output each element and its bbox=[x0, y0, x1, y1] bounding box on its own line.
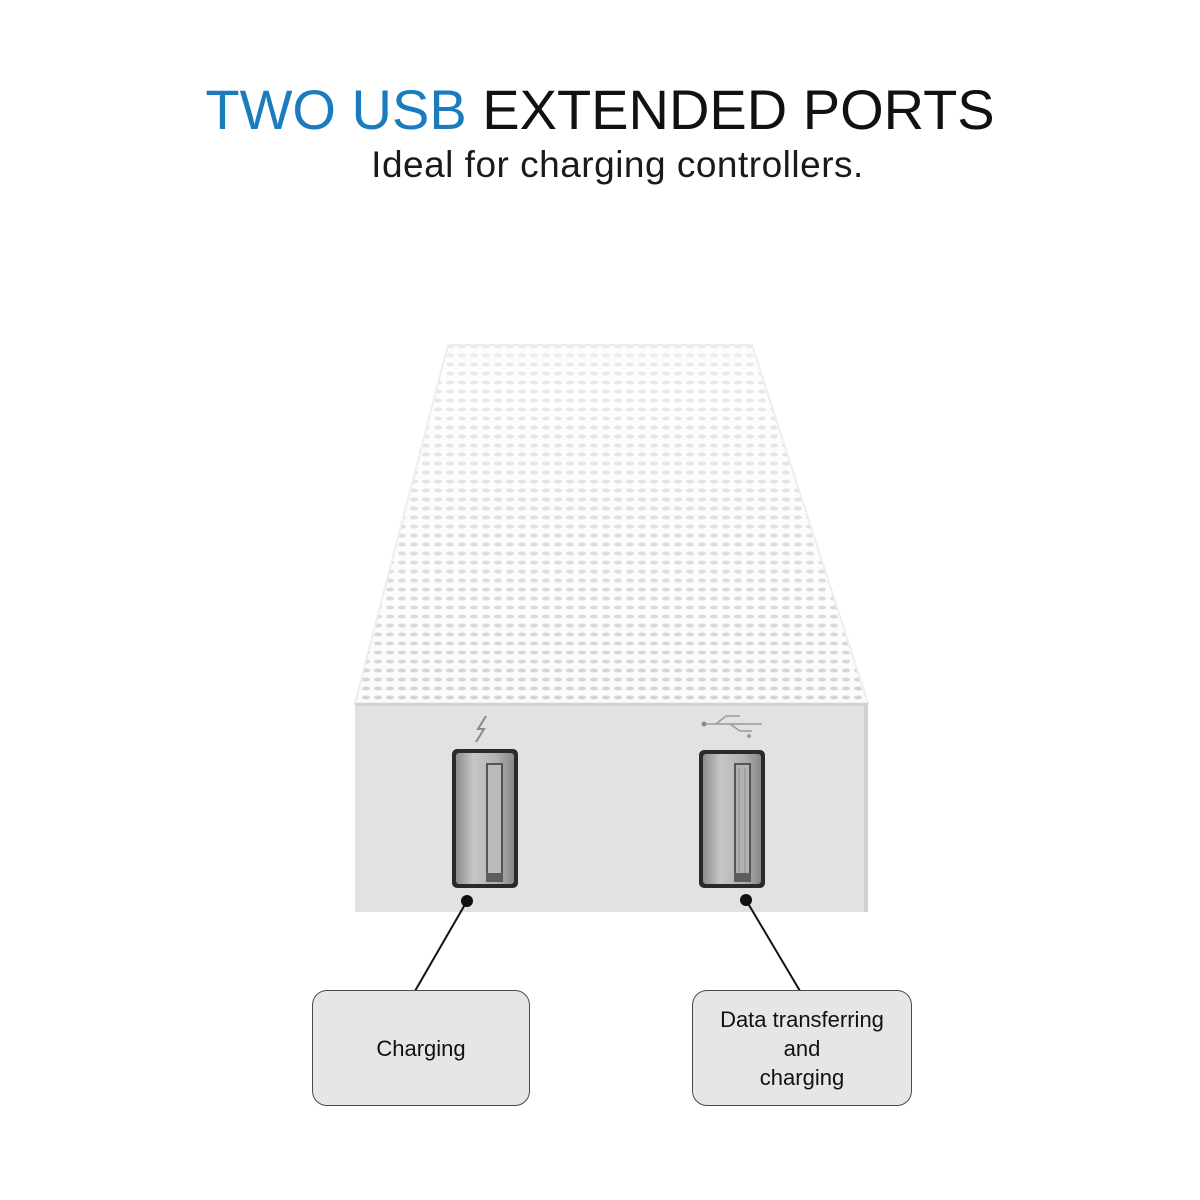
label-data-line-1: Data transferring bbox=[720, 1006, 884, 1032]
usb-icon bbox=[701, 715, 762, 738]
callout-data bbox=[740, 894, 801, 992]
usb-port-charging bbox=[452, 749, 518, 888]
device-front-face bbox=[355, 703, 868, 912]
page-title: TWO USB EXTENDED PORTS bbox=[0, 78, 1200, 142]
label-data-line-3: charging bbox=[759, 1064, 845, 1090]
label-data-transferring: Data transferring and charging bbox=[692, 990, 912, 1106]
title-rest: EXTENDED PORTS bbox=[466, 78, 995, 141]
label-charging-text: Charging bbox=[376, 1035, 466, 1061]
label-charging: Charging bbox=[312, 990, 530, 1106]
title-accent: TWO USB bbox=[205, 78, 467, 141]
subtitle: Ideal for charging controllers. bbox=[371, 144, 864, 185]
label-data-line-2: and bbox=[783, 1035, 821, 1061]
usb-port-data bbox=[699, 750, 765, 888]
lightning-icon bbox=[475, 715, 487, 743]
callout-charging bbox=[414, 895, 473, 992]
